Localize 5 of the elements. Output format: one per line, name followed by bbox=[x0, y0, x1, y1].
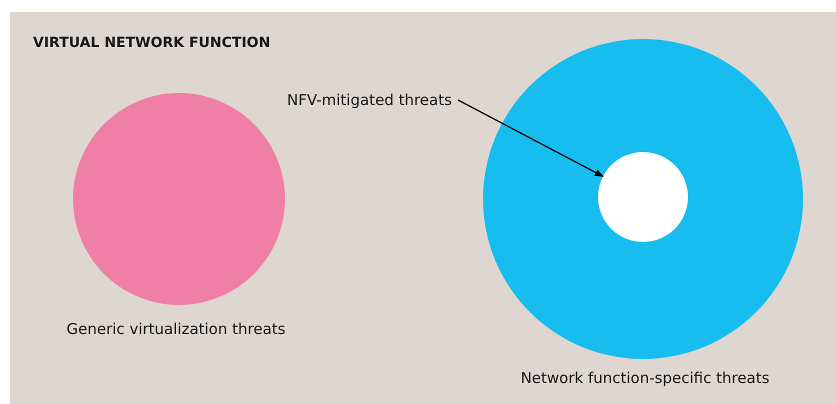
arrow bbox=[458, 99, 604, 177]
circle-caption: Generic virtualization threats bbox=[66, 319, 286, 340]
callout-text: NFV-mitigated threats bbox=[287, 89, 452, 111]
diagram-title: VIRTUAL NETWORK FUNCTION bbox=[33, 35, 270, 51]
circle-caption: Network function-specific threats bbox=[520, 368, 770, 389]
